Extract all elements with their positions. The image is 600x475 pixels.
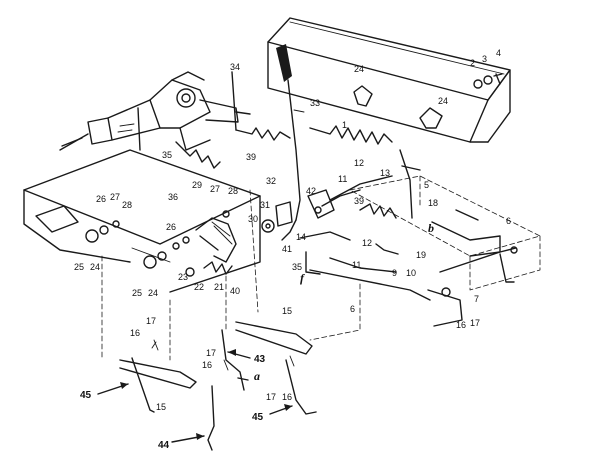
- callout-15-lower: 15: [156, 402, 166, 412]
- callout-29: 29: [192, 180, 202, 190]
- callout-28-mid: 28: [228, 186, 238, 196]
- callout-13: 13: [380, 168, 390, 178]
- washer-3: [483, 75, 493, 85]
- callout-4: 4: [496, 48, 501, 58]
- callout-24-left: 24: [90, 262, 100, 272]
- callout-15-upper: 15: [282, 306, 292, 316]
- callout-27-mid: 27: [210, 184, 220, 194]
- spring-35-upper: [175, 141, 221, 169]
- callout-2: 2: [470, 58, 475, 68]
- callout-17-right: 17: [266, 392, 276, 402]
- callout-36: 36: [168, 192, 178, 202]
- callout-21: 21: [214, 282, 224, 292]
- main-lever-33: [276, 44, 305, 241]
- callout-35-upper: 35: [162, 150, 172, 160]
- spring-39-lower: [359, 203, 397, 219]
- rod-6-right: [439, 247, 517, 273]
- rod-5: [401, 165, 421, 171]
- callout-24-mid: 24: [148, 288, 158, 298]
- callout-32: 32: [266, 176, 276, 186]
- callout-6-right: 6: [506, 216, 511, 226]
- callout-30: 30: [248, 214, 258, 224]
- callout-11-lower: 11: [352, 260, 361, 270]
- rear-panel: [267, 17, 511, 143]
- callout-10: 10: [406, 268, 416, 278]
- bolt-4: [493, 73, 503, 85]
- callout-27-left: 27: [110, 192, 120, 202]
- guide-lines: [101, 189, 361, 361]
- callout-16-right: 16: [282, 392, 292, 402]
- callout-24-top: 24: [354, 64, 364, 74]
- callout-arrows: [61, 137, 479, 443]
- washer-10-right: [441, 287, 451, 297]
- callout-26-mid: 26: [166, 222, 176, 232]
- marker-a: a: [254, 369, 260, 383]
- callout-43: 43: [254, 354, 266, 365]
- callout-16-far: 16: [456, 320, 466, 330]
- callout-16-left: 16: [130, 328, 140, 338]
- callout-6-lower: 6: [350, 304, 355, 314]
- callout-28-left: 28: [122, 200, 132, 210]
- transmission-assembly: [59, 71, 251, 151]
- callout-24-right: 24: [438, 96, 448, 106]
- callout-9: 9: [392, 268, 397, 278]
- right-chassis-rail: [349, 175, 541, 291]
- spring-39-upper: [235, 127, 291, 141]
- rod-34: [231, 71, 237, 131]
- callout-41: 41: [282, 244, 292, 254]
- callout-labels: 1 2 3 4 5 6 6 7 9 10 11 11 12 12 13 14 1…: [74, 48, 511, 451]
- callout-45-right: 45: [252, 412, 264, 423]
- callout-39-lower: 39: [354, 196, 364, 206]
- callout-44: 44: [158, 440, 170, 451]
- callout-17-mid: 17: [206, 348, 216, 358]
- callout-45-left: 45: [80, 390, 92, 401]
- rod-13: [399, 149, 413, 219]
- callout-17-left: 17: [146, 316, 156, 326]
- left-pedal-hardware: [85, 210, 230, 277]
- marker-b: b: [428, 221, 434, 235]
- callout-22: 22: [194, 282, 204, 292]
- callout-26-left: 26: [96, 194, 106, 204]
- callout-1: 1: [342, 120, 347, 130]
- marker-f: f: [300, 271, 305, 285]
- callout-7: 7: [474, 294, 479, 304]
- bracket-35-lower: [305, 251, 321, 275]
- bracket-24-a: [353, 85, 373, 107]
- callout-25-mid: 25: [132, 288, 142, 298]
- callout-14: 14: [296, 232, 306, 242]
- callout-25-left: 25: [74, 262, 84, 272]
- callout-40: 40: [230, 286, 240, 296]
- callout-12-lower: 12: [362, 238, 372, 248]
- callout-12-upper: 12: [354, 158, 364, 168]
- link-11-lower: [329, 257, 397, 273]
- callout-5: 5: [424, 180, 429, 190]
- callout-23: 23: [178, 272, 188, 282]
- callout-35-lower: 35: [292, 262, 302, 272]
- callout-3: 3: [482, 54, 487, 64]
- sector-plate-29: [195, 217, 237, 263]
- washer-2: [473, 79, 483, 89]
- left-chassis: [23, 149, 261, 293]
- callout-42: 42: [306, 186, 316, 196]
- callout-39-upper: 39: [246, 152, 256, 162]
- callout-18: 18: [428, 198, 438, 208]
- spring-1: [309, 125, 393, 145]
- bracket-24-b: [419, 107, 443, 129]
- link-11-upper: [329, 175, 393, 201]
- callout-19: 19: [416, 250, 426, 260]
- pivot-6: [510, 246, 518, 254]
- spring-40: [203, 261, 233, 275]
- callout-16-mid: 16: [202, 360, 212, 370]
- lever-cluster: [261, 189, 361, 241]
- lower-linkage: [119, 321, 317, 451]
- bracket-6-right: [499, 253, 515, 283]
- cable-19: [375, 243, 399, 255]
- callout-34: 34: [230, 62, 240, 72]
- callout-31: 31: [260, 200, 270, 210]
- callout-11-upper: 11: [338, 174, 347, 184]
- callout-33: 33: [310, 98, 320, 108]
- callout-17-far: 17: [470, 318, 480, 328]
- rod-6-lower: [309, 269, 431, 301]
